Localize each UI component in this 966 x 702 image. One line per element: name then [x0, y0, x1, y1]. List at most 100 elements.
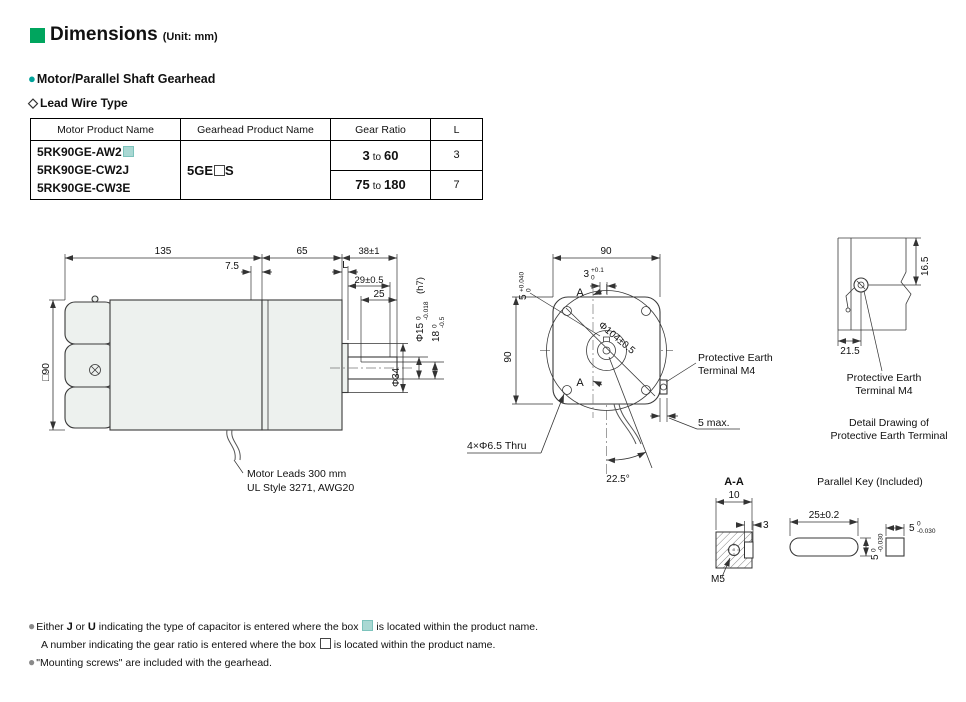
svg-text:90: 90	[600, 246, 612, 257]
svg-text:UL Style 3271, AWG20: UL Style 3271, AWG20	[247, 482, 354, 494]
bolt-hole	[641, 306, 651, 316]
dimension-drawings: 135 65 38±1 7.5 L 29±0.5 25 □90 Φ34 Φ15 …	[40, 237, 948, 585]
svg-text:5 max.: 5 max.	[698, 417, 730, 429]
svg-text:90: 90	[503, 351, 514, 363]
dim-5-keyway: 5 +0.040 0	[518, 272, 533, 300]
svg-text:(h7): (h7)	[415, 277, 426, 294]
motor-name-3: 5RK90GE-CW3E	[37, 181, 131, 195]
svg-text:0: 0	[591, 275, 595, 282]
svg-text:+0.1: +0.1	[591, 267, 604, 274]
svg-text:7.5: 7.5	[225, 261, 239, 272]
svg-text:A-A: A-A	[724, 476, 744, 488]
lead-wire-type-text: Lead Wire Type	[40, 96, 128, 110]
motor-product-names: 5RK90GE-AW2 5RK90GE-CW2J 5RK90GE-CW3E	[30, 140, 181, 200]
svg-text:21.5: 21.5	[840, 346, 860, 357]
svg-text:A: A	[576, 377, 584, 389]
page-title: Dimensions	[50, 24, 158, 45]
svg-text:38±1: 38±1	[358, 246, 379, 257]
svg-text:Parallel Key (Included): Parallel Key (Included)	[817, 476, 923, 488]
col-gearhead-name: Gearhead Product Name	[180, 118, 331, 141]
motor-top-screw-icon	[91, 295, 99, 303]
l-value-1: 3	[430, 140, 483, 171]
svg-text:135: 135	[155, 246, 172, 257]
parallel-key-drawing: Parallel Key (Included) 25±0.2 5 0 -0.03…	[789, 476, 936, 560]
svg-text:5: 5	[870, 554, 881, 560]
detail-caption: Detail Drawing of	[849, 417, 929, 429]
lead-exit-symbol	[89, 364, 101, 376]
svg-text:3: 3	[583, 269, 589, 280]
dim-key-width: 5 0 -0.030	[870, 533, 885, 560]
svg-text:5: 5	[909, 523, 915, 534]
svg-text:Terminal M4: Terminal M4	[855, 385, 912, 397]
svg-text:5: 5	[518, 294, 529, 300]
keyway-notch	[744, 541, 754, 559]
svg-text:22.5°: 22.5°	[606, 474, 629, 485]
dim-phi15: Φ15 0 -0.018 (h7)	[415, 277, 430, 342]
svg-text:Φ15: Φ15	[415, 322, 426, 342]
diamond-icon: ◇	[28, 95, 38, 110]
green-square-icon	[30, 27, 45, 43]
table-row: 5RK90GE-AW2 5RK90GE-CW2J 5RK90GE-CW3E 5G…	[30, 140, 483, 200]
note-bullet-icon: ●	[28, 619, 36, 633]
svg-text:Protective Earth Terminal: Protective Earth Terminal	[830, 430, 947, 442]
svg-text:0: 0	[917, 521, 921, 528]
svg-text:29±0.5: 29±0.5	[355, 275, 384, 286]
svg-text:65: 65	[296, 246, 308, 257]
svg-text:A: A	[576, 287, 584, 299]
svg-text:-0.030: -0.030	[878, 533, 885, 552]
bolt-hole	[562, 385, 572, 395]
earth-terminal	[659, 379, 668, 395]
unit-label: (Unit: mm)	[162, 31, 218, 43]
svg-text:Φ34: Φ34	[391, 367, 402, 387]
svg-text:25: 25	[373, 289, 385, 300]
lead-wire-type: ◇Lead Wire Type	[28, 95, 128, 111]
svg-text:M5: M5	[711, 574, 725, 585]
svg-text:0: 0	[871, 548, 878, 552]
l-value-2: 7	[430, 169, 483, 200]
key-cross-section	[885, 537, 905, 557]
earth-terminal-label: Protective Earth	[698, 352, 773, 364]
bolt-hole	[641, 385, 651, 395]
capacitor-box-icon	[122, 146, 134, 157]
svg-text:0: 0	[526, 288, 533, 292]
terminal-tab	[845, 287, 855, 309]
table-header-row: Motor Product Name Gearhead Product Name…	[30, 118, 483, 141]
page-title-row: Dimensions (Unit: mm)	[30, 24, 218, 46]
teal-bullet-icon: ●	[28, 71, 36, 86]
svg-text:16.5: 16.5	[920, 256, 931, 276]
footnote-3: ●"Mounting screws" are included with the…	[28, 655, 272, 669]
gear-ratio-box-icon	[214, 164, 226, 176]
footnote-2: A number indicating the gear ratio is en…	[41, 637, 496, 651]
svg-text:L: L	[342, 260, 348, 271]
section-aa-drawing: A-A 10 3 M5	[711, 476, 769, 585]
detail-view-drawing: 16.5 21.5 Protective Earth Terminal M4 D…	[830, 237, 948, 442]
col-l: L	[430, 118, 483, 141]
svg-text:10: 10	[728, 490, 740, 501]
motor-name-1: 5RK90GE-AW2	[37, 143, 174, 161]
svg-text:-0.018: -0.018	[423, 301, 430, 320]
col-gear-ratio: Gear Ratio	[330, 118, 431, 141]
motor-leads-label: Motor Leads 300 mm	[247, 468, 346, 480]
svg-text:□90: □90	[40, 363, 52, 381]
svg-text:18: 18	[431, 330, 442, 342]
key-top-view	[789, 537, 859, 557]
break-line	[900, 238, 912, 330]
footnote-1: ●Either J or U indicating the type of ca…	[28, 619, 539, 633]
svg-text:25±0.2: 25±0.2	[809, 510, 840, 521]
note-bullet-icon: ●	[28, 655, 36, 669]
svg-text:-0.030: -0.030	[917, 528, 936, 535]
col-motor-name: Motor Product Name	[30, 118, 181, 141]
capacitor-box-icon	[362, 620, 374, 631]
gear-ratio-box-icon	[319, 637, 331, 649]
svg-text:3: 3	[763, 520, 769, 531]
svg-text:+0.040: +0.040	[519, 272, 526, 292]
svg-text:4×Φ6.5 Thru: 4×Φ6.5 Thru	[467, 440, 527, 452]
section-subtitle: ●Motor/Parallel Shaft Gearhead	[28, 71, 215, 86]
svg-text:Terminal M4: Terminal M4	[698, 365, 755, 377]
dim-18: 18 0 -0.5	[431, 316, 446, 342]
front-view-drawing: 90 90 3 +0.1 0 5 +0.040 0 A A Φ104±0.5	[467, 246, 773, 485]
